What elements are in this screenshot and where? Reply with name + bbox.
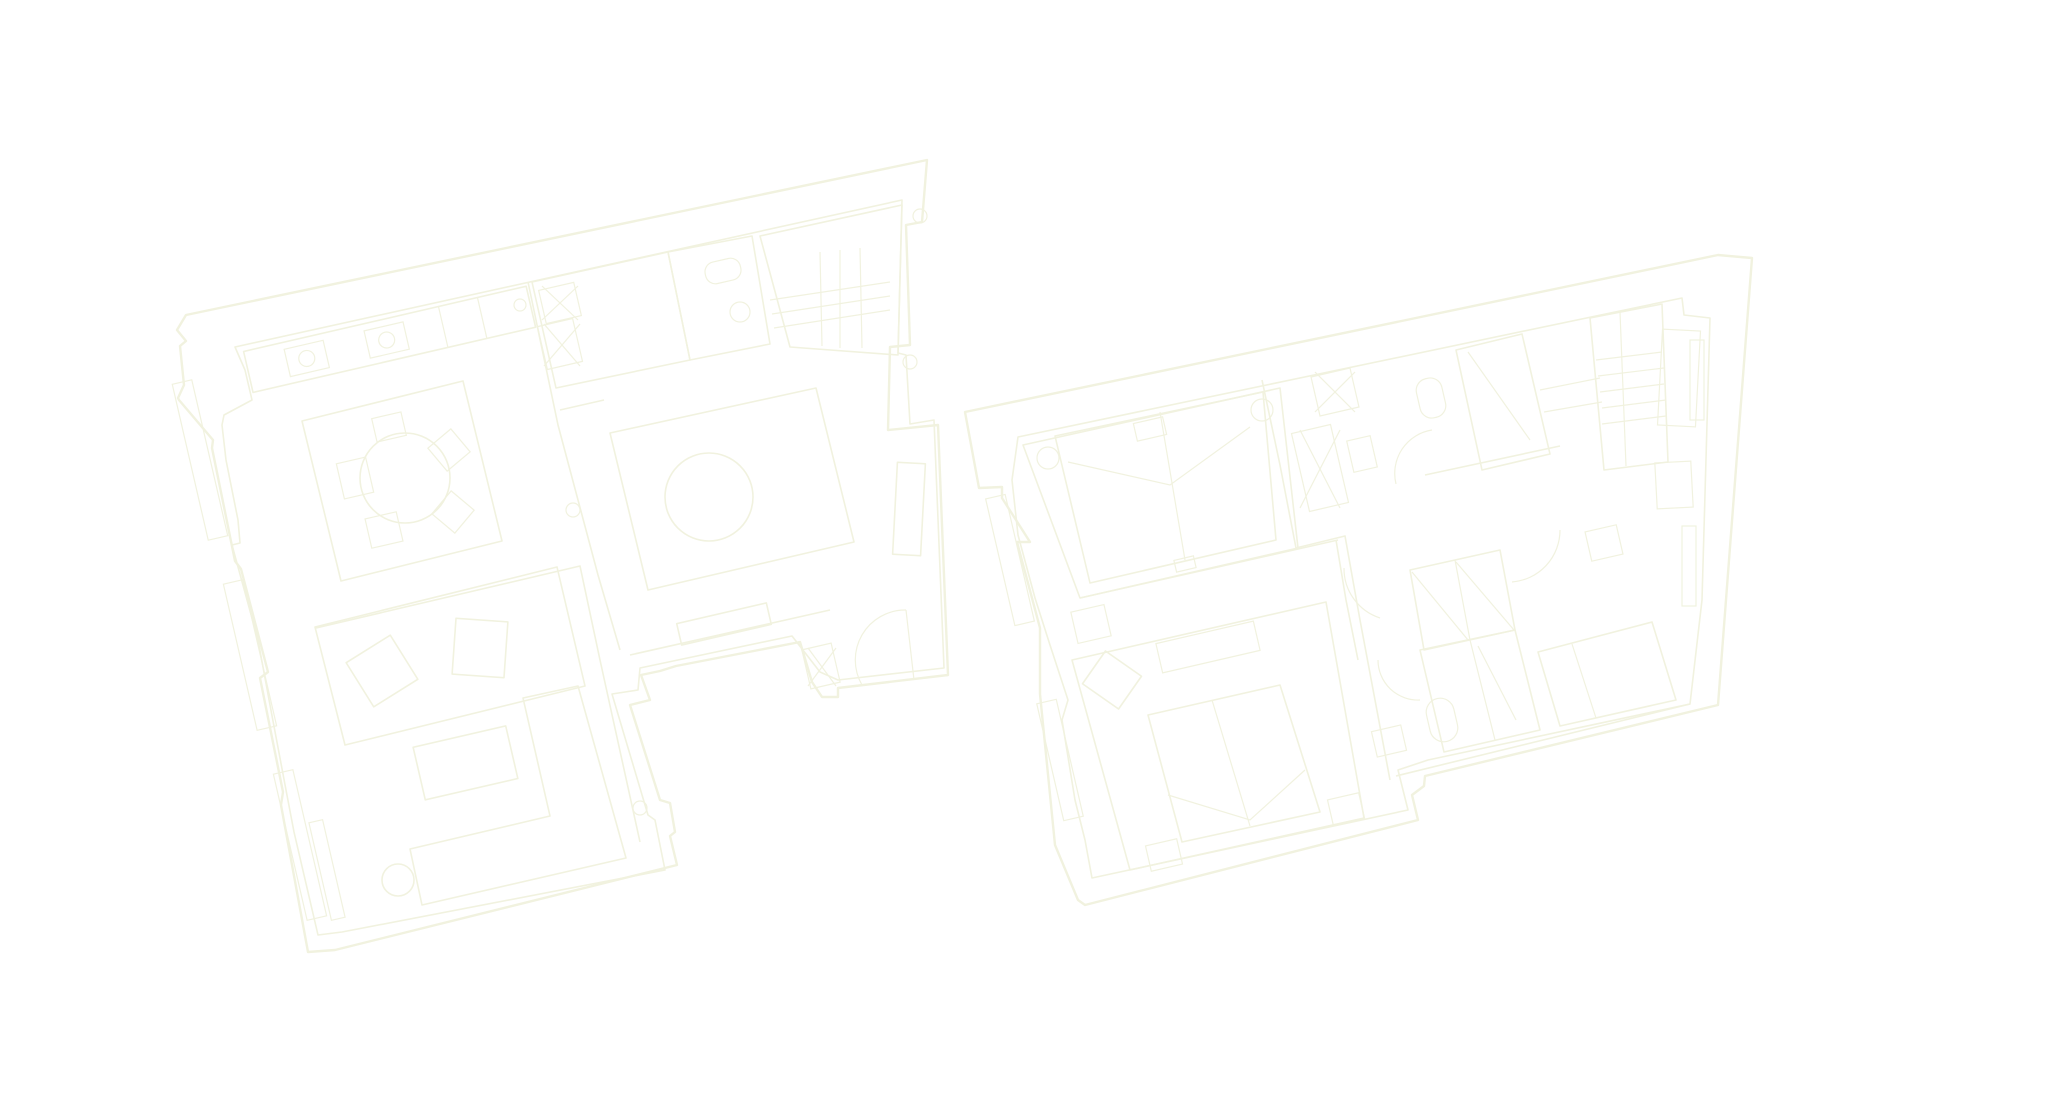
upper-inner-wall	[1011, 297, 1711, 879]
dining-table	[359, 432, 451, 524]
dining-area	[301, 380, 503, 582]
cabinet	[1654, 460, 1694, 510]
vent	[632, 800, 648, 816]
lower-inner-wall	[221, 199, 945, 936]
nightstand	[1144, 838, 1184, 872]
double-bed	[1054, 391, 1277, 584]
vent	[513, 298, 527, 312]
coffee-table	[412, 725, 519, 801]
desk	[1584, 524, 1624, 562]
door-swing	[1394, 429, 1433, 485]
study-room	[1537, 328, 1705, 727]
lower-floor-plan	[171, 158, 950, 954]
partition	[559, 399, 605, 411]
nightstand	[1173, 555, 1197, 573]
bedroom-1	[1022, 387, 1299, 645]
upper-floor-plan	[963, 253, 1754, 907]
window-band	[308, 818, 346, 922]
living-area	[314, 566, 627, 906]
round-table	[664, 452, 754, 542]
window-band	[171, 379, 229, 541]
desk	[1155, 620, 1261, 674]
wc-toilet	[1425, 697, 1459, 743]
door-swing	[1343, 567, 1381, 619]
tv-bench	[675, 602, 773, 646]
partition	[1335, 539, 1359, 661]
window-band	[272, 768, 328, 922]
wardrobe	[891, 461, 927, 557]
partition	[1261, 379, 1297, 549]
bedroom-2	[1071, 601, 1366, 872]
shower-tray	[537, 281, 583, 325]
stairs	[1539, 303, 1669, 471]
vent	[565, 502, 581, 518]
shower	[1310, 367, 1360, 417]
wardrobe	[1409, 549, 1541, 753]
upper-outer-wall	[963, 253, 1754, 907]
tub	[1455, 333, 1551, 471]
sink	[1370, 724, 1408, 758]
window-band	[1036, 698, 1084, 822]
partition	[629, 609, 831, 656]
window-band	[1689, 339, 1705, 421]
lounge-area	[609, 387, 927, 690]
sink	[1345, 434, 1379, 474]
partition	[1295, 535, 1391, 781]
window-band	[984, 493, 1036, 627]
side-table	[381, 863, 415, 897]
window-band	[222, 578, 278, 732]
vent	[902, 354, 918, 370]
partition	[315, 565, 641, 843]
sofa	[409, 685, 627, 906]
lamp	[1036, 446, 1060, 470]
armchair	[451, 617, 509, 679]
partition	[527, 281, 621, 651]
partition	[1395, 703, 1691, 777]
vent	[912, 208, 928, 224]
cabinet	[1656, 328, 1702, 428]
lower-outer-wall	[175, 158, 950, 954]
lamp	[1250, 398, 1274, 422]
double-bed	[1147, 684, 1321, 843]
bathroom-lower	[1343, 529, 1561, 758]
window-band	[1681, 525, 1697, 607]
armchair	[345, 634, 419, 708]
partition	[1079, 539, 1339, 599]
desk	[1070, 603, 1112, 645]
door-swing	[854, 609, 907, 686]
door-swing	[1511, 529, 1561, 583]
nightstand	[1132, 416, 1168, 442]
wc-toilet	[1415, 377, 1447, 419]
bathroom-upper	[1290, 333, 1551, 513]
partition	[1424, 445, 1561, 476]
wc-toilet	[704, 257, 742, 285]
service-rooms	[531, 204, 903, 389]
armchair	[1081, 650, 1143, 710]
stairs	[759, 204, 903, 356]
door-swing	[1377, 659, 1421, 701]
nightstand	[1326, 792, 1366, 826]
kitchen-counter	[242, 285, 537, 394]
sink	[729, 301, 751, 323]
